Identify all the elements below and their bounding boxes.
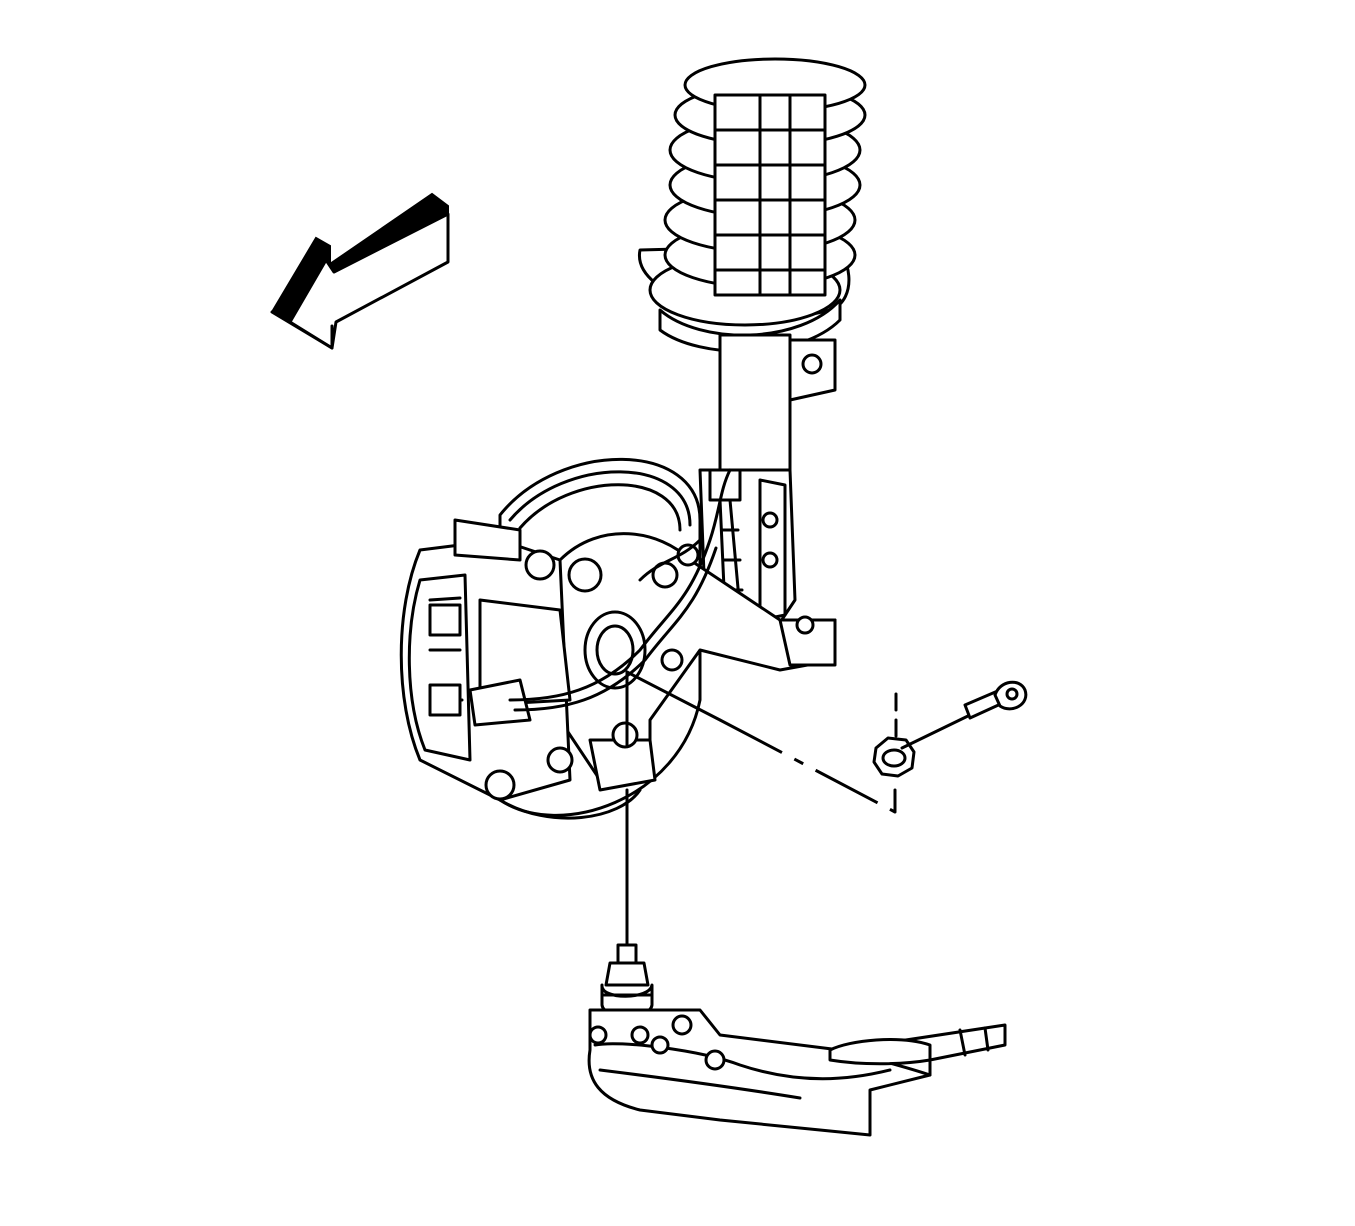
- wrench: [900, 680, 1028, 750]
- direction-arrow: [270, 192, 450, 350]
- steering-knuckle: [558, 532, 837, 792]
- lower-control-arm: [587, 1008, 1007, 1137]
- coil-spring: [638, 57, 867, 353]
- ball-joint-stud: [600, 943, 654, 1018]
- wheel-speed-sensor-harness: [508, 468, 732, 712]
- leader-lines: [625, 670, 898, 947]
- brake-caliper: [399, 518, 603, 802]
